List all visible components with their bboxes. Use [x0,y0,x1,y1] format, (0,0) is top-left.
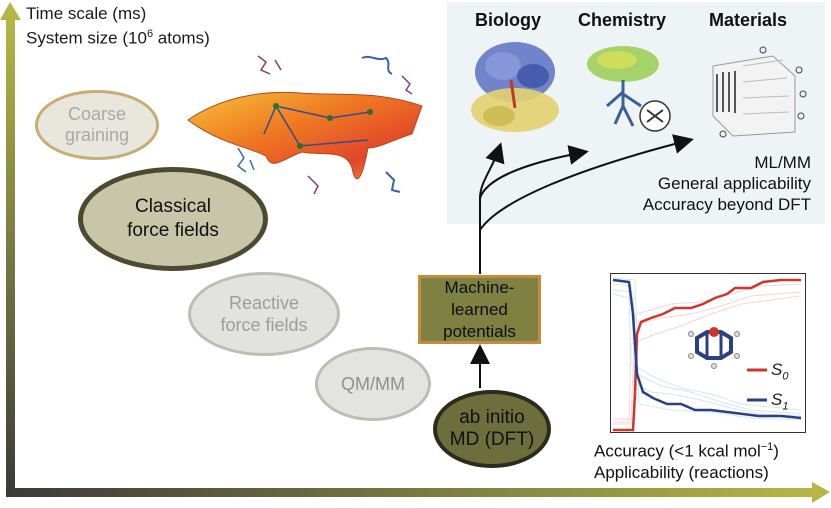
classical-force-fields-ellipse: Classical force fields [78,167,268,271]
ml-mm-line1: ML/MM [754,153,811,172]
chemistry-molecule-image [587,46,671,132]
applicability-line: Applicability (reactions) [594,462,769,482]
arrow-mlp-to-chemistry [479,145,589,199]
arrow-mlp-to-materials [479,134,694,231]
qmmm-label: QM/MM [341,373,405,394]
y-axis-label-line1: Time scale (ms) [26,4,147,23]
x-axis [6,488,814,497]
s0-s1-trajectory-inset: S0 S1 [610,273,806,433]
materials-title: Materials [709,10,788,30]
y-axis-arrowhead [0,2,21,20]
s0-legend-label: S0 [771,360,789,383]
molecule-structure [688,327,740,369]
ml-mm-description: ML/MM General applicability Accuracy bey… [643,152,811,215]
biology-title: Biology [475,10,541,30]
biology-protein-image [471,42,559,132]
coarse-graining-label-line2: graining [64,125,130,145]
accuracy-description: Accuracy (<1 kcal mol−1) Applicability (… [594,437,779,483]
materials-structure-image [712,46,807,138]
reactive-label-line2: force fields [220,315,308,335]
ab-initio-label-line2: MD (DFT) [449,429,535,450]
y-axis-label: Time scale (ms) System size (106 atoms) [26,4,210,49]
applications-panel: Biology Chemistry Materials ML/MM Genera… [447,2,825,224]
classical-label-line2: force fields [127,220,219,241]
s0-s1-trajectory-plot [612,277,802,432]
classical-label-line1: Classical [134,196,212,217]
s1-legend-label: S1 [771,390,789,413]
qmmm-ellipse: QM/MM [315,347,431,421]
mlp-label-line2: potentials [443,321,516,341]
mlp-label-line1: Machine-learned [444,277,515,319]
chemistry-title: Chemistry [578,10,667,30]
reactive-label-line1: Reactive [228,293,299,313]
y-axis [6,18,15,496]
y-axis-label-line2: System size (106 atoms) [26,28,210,48]
energy-landscape-illustration [187,55,423,195]
ml-mm-line2: General applicability [657,174,811,193]
coarse-graining-label-line1: Coarse [67,104,126,124]
ml-mm-line3: Accuracy beyond DFT [642,195,811,214]
x-axis-arrowhead [812,482,830,503]
arrow-mlp-to-biology [479,142,505,274]
s1-curve [612,278,802,420]
accuracy-line: Accuracy (<1 kcal mol−1) [594,441,779,461]
ab-initio-label-line1: ab initio [459,407,525,428]
